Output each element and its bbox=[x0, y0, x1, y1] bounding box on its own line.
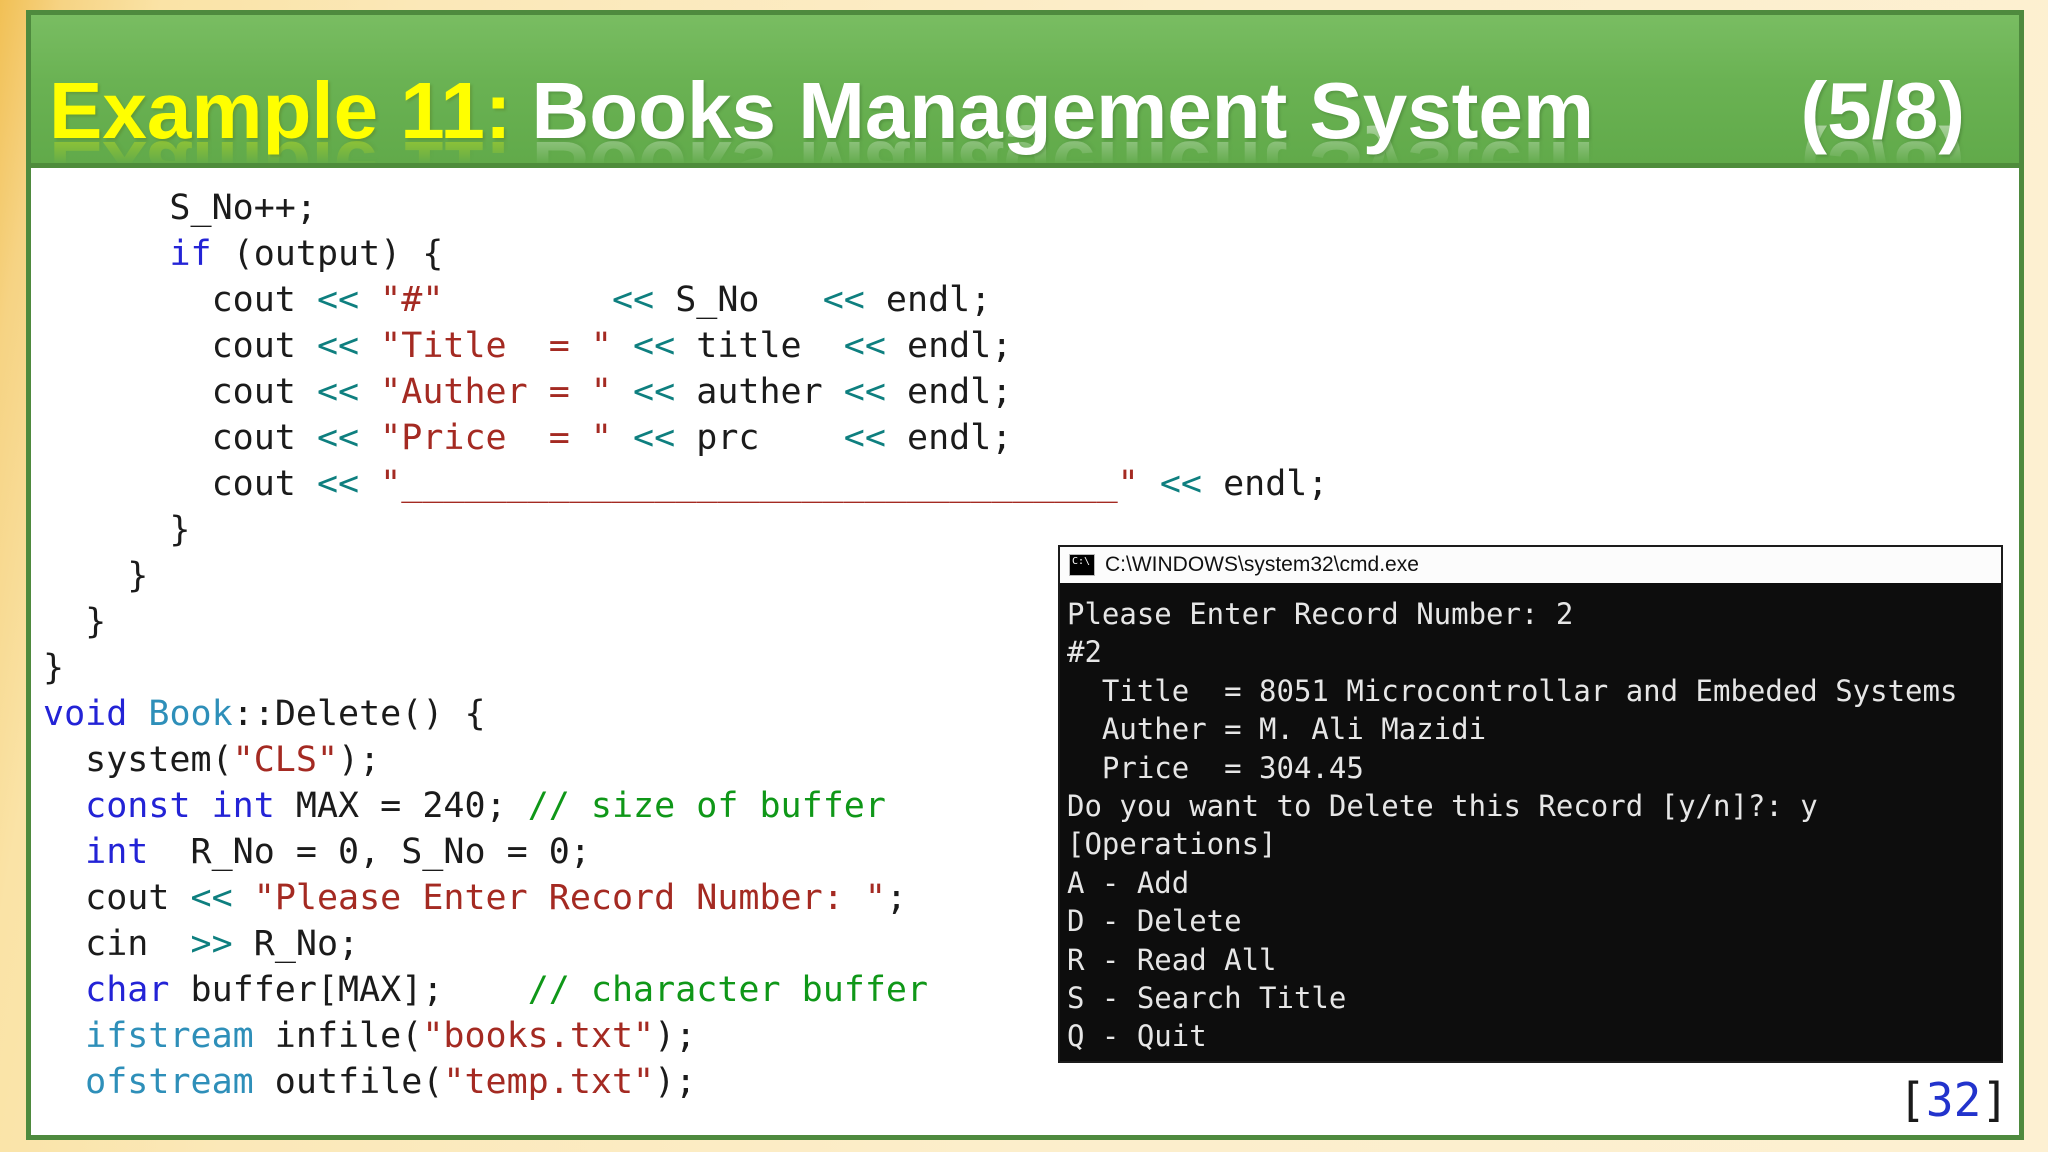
code-line: cin >> R_No; bbox=[43, 924, 360, 964]
code-listing: S_No++; if (output) { cout << "#" << S_N… bbox=[43, 185, 1328, 1105]
code-line: system("CLS"); bbox=[43, 740, 381, 780]
code-line: cout << "#" << S_No << endl; bbox=[43, 280, 992, 320]
console-line: Title = 8051 Microcontrollar and Embeded… bbox=[1067, 673, 1958, 708]
console-line: Please Enter Record Number: 2 bbox=[1067, 597, 1574, 631]
code-line: ifstream infile("books.txt"); bbox=[85, 1016, 697, 1056]
console-line: D - Delete bbox=[1067, 904, 1242, 939]
code-line: } bbox=[43, 602, 107, 642]
console-line: Q - Quit bbox=[1067, 1019, 1207, 1054]
title-text: Example 11:Books Management System bbox=[49, 67, 1594, 155]
code-line: cout << "Auther = " << auther << endl; bbox=[43, 372, 1013, 412]
console-line: #2 bbox=[1067, 635, 1102, 670]
code-line: cout << "Price = " << prc << endl; bbox=[43, 418, 1013, 458]
code-line: S_No++; bbox=[43, 188, 317, 228]
title-main: Books Management System bbox=[531, 66, 1595, 155]
console-line: Price = 304.45 bbox=[1067, 750, 1364, 785]
title-highlight: Example 11: bbox=[49, 66, 512, 155]
slide-title-bar: Example 11:Books Management System (5/8) bbox=[31, 15, 2019, 168]
code-line: if (output) { bbox=[169, 234, 444, 274]
slide: Example 11:Books Management System (5/8)… bbox=[26, 10, 2024, 1140]
cmd-title-bar: C:\ C:\WINDOWS\system32\cmd.exe bbox=[1060, 547, 2001, 583]
cmd-icon: C:\ bbox=[1069, 554, 1095, 576]
code-line: } bbox=[43, 556, 149, 596]
code-line: void Book::Delete() { bbox=[43, 694, 486, 734]
page-number-close-bracket: ] bbox=[1981, 1073, 2009, 1127]
cmd-window-title: C:\WINDOWS\system32\cmd.exe bbox=[1105, 553, 1419, 576]
console-line: S - Search Title bbox=[1067, 981, 1347, 1016]
console-line: [Operations] bbox=[1067, 827, 1277, 862]
code-line: } bbox=[43, 648, 65, 688]
slide-title: Example 11:Books Management System (5/8) bbox=[49, 67, 1965, 155]
console-line: Do you want to Delete this Record [y/n]?… bbox=[1067, 789, 1818, 824]
code-line: cout << "Please Enter Record Number: "; bbox=[43, 878, 907, 918]
page-fraction: (5/8) bbox=[1800, 66, 1966, 155]
page-number-value: 32 bbox=[1925, 1073, 1982, 1127]
code-line: char buffer[MAX]; // character buffer bbox=[85, 970, 929, 1010]
code-line: } bbox=[43, 510, 191, 550]
code-line: int R_No = 0, S_No = 0; bbox=[85, 832, 591, 872]
code-line: const int MAX = 240; // size of buffer bbox=[85, 786, 886, 826]
page-number-open-bracket: [ bbox=[1898, 1073, 1926, 1127]
cmd-window: C:\ C:\WINDOWS\system32\cmd.exe Please E… bbox=[1058, 545, 2003, 1063]
console-line: R - Read All bbox=[1067, 942, 1277, 977]
page-number: [32] bbox=[1898, 1074, 2009, 1126]
console-line: A - Add bbox=[1067, 865, 1190, 900]
console-line: Auther = M. Ali Mazidi bbox=[1067, 712, 1487, 747]
cmd-output: Please Enter Record Number: 2 #2 Title = … bbox=[1060, 583, 2001, 1056]
code-line: cout << "Title = " << title << endl; bbox=[43, 326, 1013, 366]
code-line: ofstream outfile("temp.txt"); bbox=[85, 1062, 697, 1102]
code-line: cout << "_______________________________… bbox=[43, 464, 1329, 504]
